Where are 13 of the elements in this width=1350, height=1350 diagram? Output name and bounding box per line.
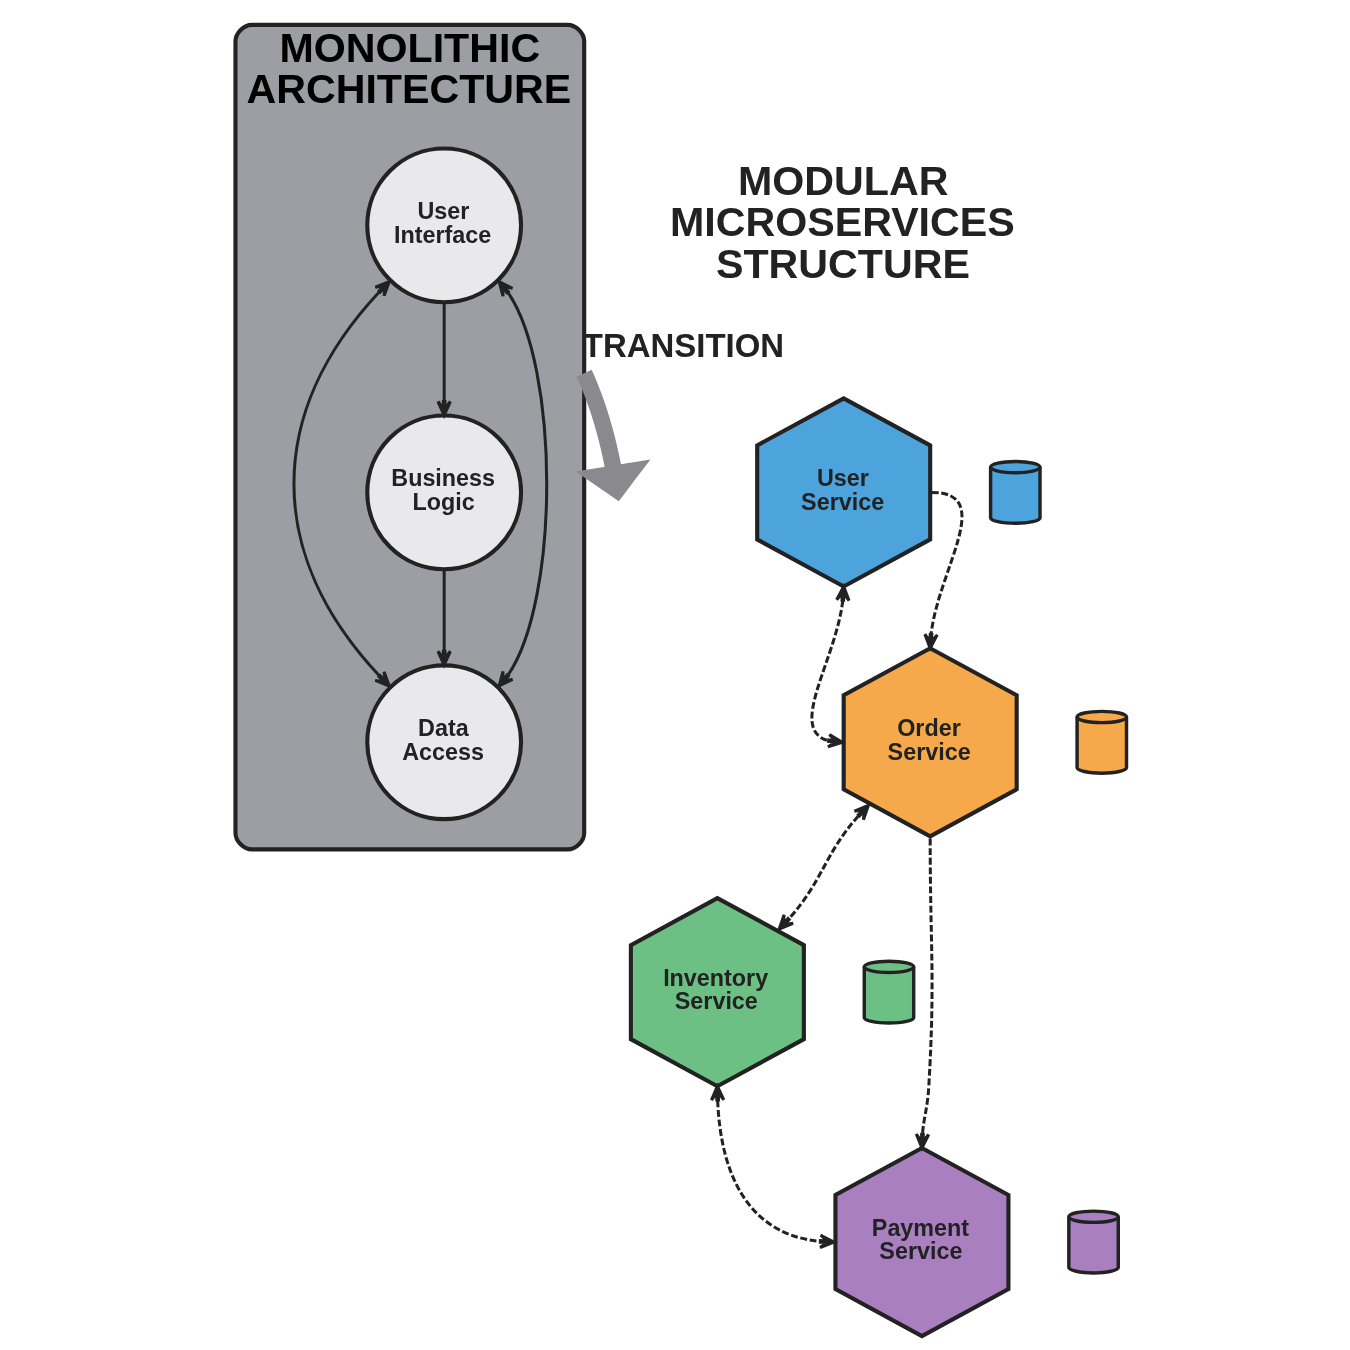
- arrow: [709, 1084, 836, 1250]
- arrow: [777, 803, 870, 931]
- node-circle: Data Access: [364, 663, 523, 822]
- arrow: [435, 302, 452, 417]
- node-circle: User Interface: [364, 146, 523, 305]
- arrow: [435, 569, 452, 667]
- arrow: [497, 280, 548, 688]
- arrow: [292, 280, 391, 688]
- label: MODULAR MICROSERVICES STRUCTURE: [669, 158, 1015, 287]
- arrow: [922, 490, 963, 650]
- arrow: [914, 838, 934, 1150]
- node-circle: Business Logic: [364, 413, 523, 572]
- arrow: [810, 584, 850, 749]
